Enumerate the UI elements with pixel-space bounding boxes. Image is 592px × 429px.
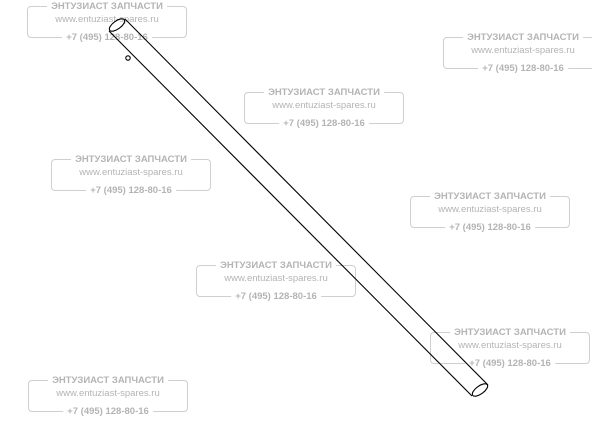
watermark-phone: +7 (495) 128-80-16 <box>445 221 535 234</box>
watermark-website: www.entuziast-spares.ru <box>272 100 376 111</box>
tube-hole-marker <box>125 55 131 61</box>
tube-lower-edge <box>124 18 489 386</box>
watermark-company: ЭНТУЗИАСТ ЗАПЧАСТИ <box>264 86 384 99</box>
watermark-3: ЭНТУЗИАСТ ЗАПЧАСТИ www.entuziast-spares.… <box>244 86 404 130</box>
watermark-5: ЭНТУЗИАСТ ЗАПЧАСТИ www.entuziast-spares.… <box>410 190 570 234</box>
watermark-company: ЭНТУЗИАСТ ЗАПЧАСТИ <box>430 190 550 203</box>
watermark-company: ЭНТУЗИАСТ ЗАПЧАСТИ <box>48 374 168 387</box>
watermark-website: www.entuziast-spares.ru <box>224 273 328 284</box>
watermark-phone: +7 (495) 128-80-16 <box>63 405 153 418</box>
watermark-phone: +7 (495) 128-80-16 <box>231 290 321 303</box>
watermark-phone: +7 (495) 128-80-16 <box>62 31 152 44</box>
watermark-phone: +7 (495) 128-80-16 <box>86 184 176 197</box>
watermark-website: www.entuziast-spares.ru <box>55 14 159 25</box>
tube-top-end <box>108 18 126 32</box>
watermark-phone: +7 (495) 128-80-16 <box>465 357 555 370</box>
watermark-phone: +7 (495) 128-80-16 <box>478 62 568 75</box>
watermark-website: www.entuziast-spares.ru <box>438 204 542 215</box>
watermark-phone: +7 (495) 128-80-16 <box>279 117 369 130</box>
watermark-website: www.entuziast-spares.ru <box>56 388 160 399</box>
watermark-website: www.entuziast-spares.ru <box>458 340 562 351</box>
watermark-website: www.entuziast-spares.ru <box>79 167 183 178</box>
watermark-company: ЭНТУЗИАСТ ЗАПЧАСТИ <box>450 326 570 339</box>
watermark-6: ЭНТУЗИАСТ ЗАПЧАСТИ www.entuziast-spares.… <box>196 259 356 303</box>
watermark-4: ЭНТУЗИАСТ ЗАПЧАСТИ www.entuziast-spares.… <box>51 153 211 197</box>
tube-upper-edge <box>108 30 473 397</box>
watermark-8: ЭНТУЗИАСТ ЗАПЧАСТИ www.entuziast-spares.… <box>28 374 188 418</box>
watermark-7: ЭНТУЗИАСТ ЗАПЧАСТИ www.entuziast-spares.… <box>430 326 590 370</box>
watermark-company: ЭНТУЗИАСТ ЗАПЧАСТИ <box>463 31 583 44</box>
watermark-company: ЭНТУЗИАСТ ЗАПЧАСТИ <box>71 153 191 166</box>
watermark-2: ЭНТУЗИАСТ ЗАПЧАСТИ www.entuziast-spares.… <box>443 31 592 75</box>
watermark-website: www.entuziast-spares.ru <box>471 45 575 56</box>
tube-bottom-end <box>471 383 489 397</box>
watermark-company: ЭНТУЗИАСТ ЗАПЧАСТИ <box>47 0 167 13</box>
watermark-1: ЭНТУЗИАСТ ЗАПЧАСТИ www.entuziast-spares.… <box>27 0 187 44</box>
watermark-company: ЭНТУЗИАСТ ЗАПЧАСТИ <box>216 259 336 272</box>
